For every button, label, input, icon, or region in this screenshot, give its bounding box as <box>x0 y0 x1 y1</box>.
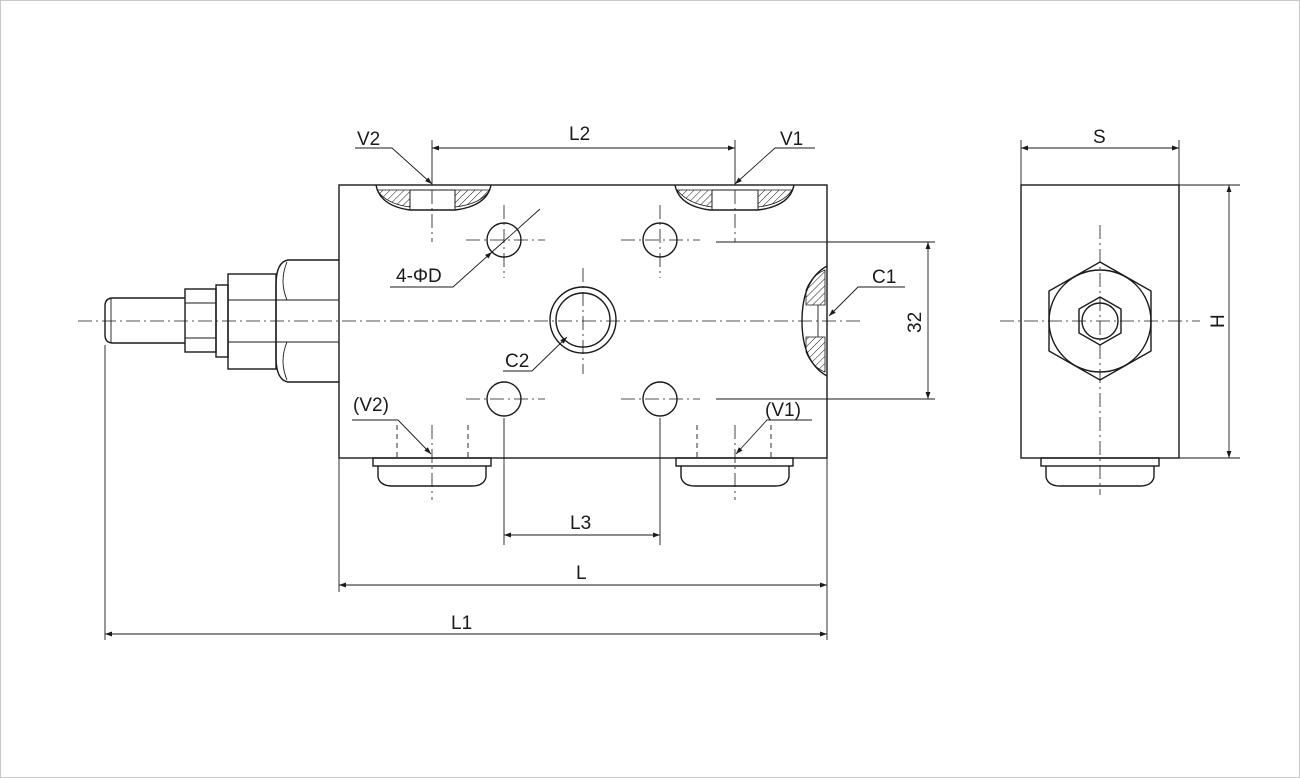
valve-body <box>338 184 828 459</box>
front-view: V2 L2 V1 4-ΦD C1 C2 32 (V2) (V1) L3 L L1 <box>78 124 935 640</box>
label-v1-top: V1 <box>780 129 803 150</box>
label-l3: L3 <box>570 513 591 534</box>
label-dim-32: 32 <box>905 312 926 333</box>
label-h: H <box>1208 314 1229 328</box>
label-v2-bottom: (V2) <box>353 395 389 416</box>
plug-v1-bottom <box>675 425 794 487</box>
label-hole-dia: 4-ΦD <box>396 266 442 287</box>
side-view: S H <box>1000 127 1240 495</box>
label-c2: C2 <box>505 351 529 372</box>
label-v1-bottom: (V1) <box>765 400 801 421</box>
label-l2: L2 <box>569 124 590 145</box>
port-v1-top <box>674 184 795 211</box>
label-c1: C1 <box>872 267 896 288</box>
port-c1 <box>801 265 828 377</box>
label-l: L <box>576 563 587 584</box>
label-v2-top: V2 <box>357 129 380 150</box>
port-v2-top <box>375 184 492 211</box>
label-s: S <box>1093 127 1106 148</box>
label-l1: L1 <box>451 613 472 634</box>
